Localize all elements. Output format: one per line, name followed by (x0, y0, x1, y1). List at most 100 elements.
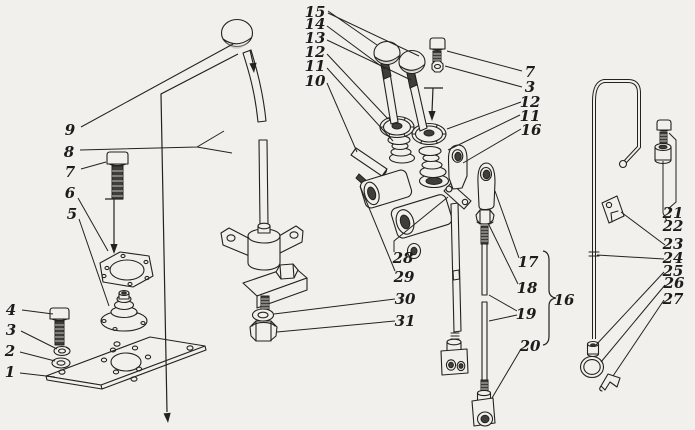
leader-line (488, 314, 518, 322)
callout-label-17: 17 (518, 253, 539, 271)
install-arrow-lever (431, 87, 434, 113)
callout-label-2: 2 (4, 342, 15, 360)
washer-30 (251, 308, 275, 322)
leader-line (80, 161, 107, 170)
callout-label-11: 11 (305, 57, 326, 75)
callout-label-5: 5 (67, 205, 77, 223)
leader-line (326, 67, 394, 142)
callout-label-16: 16 (554, 291, 575, 309)
shift-knob-left (220, 18, 254, 49)
leader-line (77, 197, 109, 252)
leader-line (446, 50, 523, 72)
leader-line (20, 330, 58, 350)
spring-seat-flower-1 (379, 115, 415, 139)
rod-19 (480, 225, 489, 393)
leader-line (196, 146, 233, 154)
leader-line (488, 294, 518, 312)
clip-27 (599, 373, 621, 392)
leader-line (78, 218, 110, 307)
callout-label-19: 19 (516, 305, 537, 323)
leader-line (491, 348, 522, 399)
spring-stack-2 (418, 145, 447, 179)
callout-label-10: 10 (305, 72, 326, 90)
callout-label-9: 9 (65, 121, 76, 139)
o-ring-26 (579, 355, 605, 379)
lever-shaft-1 (380, 60, 399, 125)
leader-line (327, 12, 420, 57)
shift-rod-vertical (440, 202, 469, 376)
leader-line (19, 372, 56, 378)
leader-line (446, 101, 522, 130)
callout-label-3: 3 (525, 78, 535, 96)
leader-line (359, 185, 396, 272)
leader-line (80, 43, 234, 128)
callout-label-13: 13 (305, 29, 326, 47)
link-arm-28 (443, 182, 472, 210)
gasket-hex (99, 251, 154, 288)
bracket-nut (275, 263, 299, 280)
leader-line (326, 39, 412, 81)
nut-31 (249, 320, 278, 342)
pivot-ring (406, 242, 422, 260)
leader-line (600, 284, 666, 363)
knob-install-arrow (249, 49, 254, 64)
washer-flat (51, 357, 71, 369)
washer-lock (53, 345, 71, 357)
callout-label-30: 30 (395, 290, 416, 308)
rod-clevis-lower-left (440, 338, 469, 376)
shift-knob-2 (398, 49, 426, 75)
leader-line (612, 299, 665, 377)
leader-line (447, 114, 521, 151)
boot-seal (100, 289, 148, 332)
spring-seat-flower-2 (411, 122, 447, 146)
leader-line (326, 53, 389, 120)
callout-label-12: 12 (305, 43, 326, 61)
leader-line (79, 130, 225, 151)
bent-rod-24 (588, 79, 641, 339)
callout-label-16: 16 (521, 121, 542, 139)
shift-knob-1 (373, 40, 401, 66)
leader-line (595, 271, 665, 346)
callout-label-14: 14 (305, 15, 326, 33)
callout-label-23: 23 (662, 235, 684, 253)
leader-line (596, 254, 665, 260)
leader-line (444, 65, 523, 88)
diagram-artwork (45, 18, 672, 427)
callout-label-24: 24 (662, 249, 684, 267)
leader-line (620, 211, 666, 246)
bolt-left (106, 151, 129, 200)
arrowhead (428, 111, 436, 121)
callout-label-3: 3 (6, 321, 16, 339)
arrowhead (163, 412, 171, 423)
callout-label-29: 29 (393, 268, 415, 286)
housing-1 (359, 169, 413, 209)
rod-clevis-17 (477, 162, 496, 211)
nut-18 (475, 209, 495, 225)
leader-line (462, 128, 522, 164)
bushing-22 (654, 142, 672, 165)
callout-label-18: 18 (517, 279, 538, 297)
callout-label-6: 6 (65, 184, 76, 202)
leader-line (21, 309, 54, 315)
callout-label-22: 22 (662, 217, 684, 235)
arrowhead (110, 244, 118, 254)
callout-label-8: 8 (64, 143, 75, 161)
leader-line (393, 196, 449, 252)
callout-label-12: 12 (520, 93, 541, 111)
clevis-16 (447, 144, 468, 190)
bolt-front (49, 307, 70, 346)
callout-label-1: 1 (5, 363, 15, 381)
lever-shaft-left (242, 49, 269, 226)
leader-line (19, 351, 56, 362)
callout-label-25: 25 (662, 262, 684, 280)
bracket-clip-23 (601, 195, 625, 224)
bolt-right (429, 37, 446, 63)
arrowhead (249, 62, 257, 73)
leader-line (276, 320, 396, 333)
callout-label-7: 7 (65, 163, 76, 181)
nut-right (431, 60, 444, 73)
leader-line (326, 25, 386, 70)
group-brace (542, 250, 557, 346)
assembly-direction-line (160, 53, 239, 413)
